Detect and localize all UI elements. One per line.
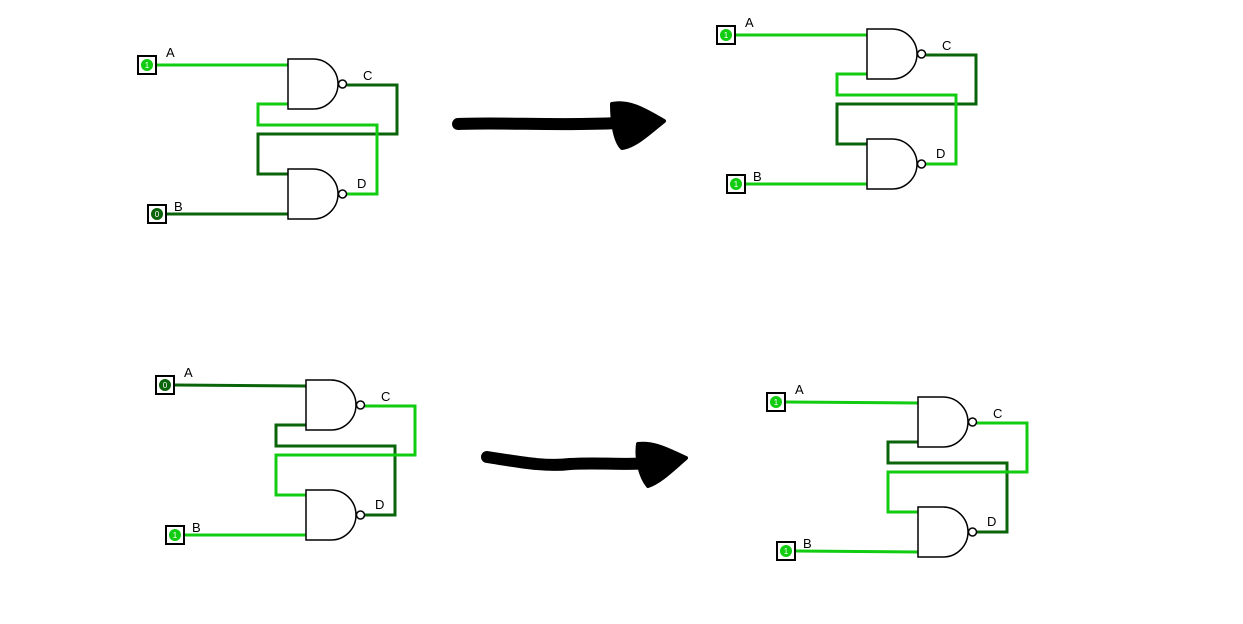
label-b: B — [803, 536, 812, 551]
nand-gate-c — [287, 58, 339, 110]
latch-bottom-right: 1 1 A B C D — [766, 382, 1029, 561]
label-d: D — [936, 146, 945, 161]
input-pin-b-value: 0 — [155, 210, 160, 219]
label-d: D — [375, 497, 384, 512]
label-b: B — [192, 520, 201, 535]
nand-gate-d-bubble — [916, 159, 927, 169]
input-pin-b-value: 1 — [734, 180, 739, 189]
input-pin-a-led — [141, 59, 153, 71]
label-a: A — [184, 365, 193, 380]
wire-d-feedback — [886, 440, 1009, 534]
wire-d-feedback — [835, 72, 958, 166]
label-a: A — [166, 45, 175, 60]
nand-gate-c — [866, 28, 918, 80]
input-pin-b-led — [780, 545, 792, 557]
label-d: D — [357, 176, 366, 191]
input-pin-a-value: 0 — [163, 381, 168, 390]
wire-c-feedback — [835, 53, 978, 146]
nand-gate-d-bubble — [337, 189, 348, 199]
input-pin-b-value: 1 — [784, 547, 789, 556]
label-b: B — [174, 199, 183, 214]
latch-top-right: 1 1 A B C D — [716, 15, 978, 194]
wire-c-feedback — [886, 421, 1029, 514]
nand-gate-d-bubble — [967, 527, 978, 537]
nand-gate-c-bubble — [355, 400, 366, 410]
wire-d-feedback — [274, 423, 397, 517]
label-c: C — [363, 68, 372, 83]
wire-b — [795, 549, 919, 554]
nand-gate-d-bubble — [355, 510, 366, 520]
wire-a — [174, 383, 307, 388]
input-pin-a-value: 1 — [145, 61, 150, 70]
latch-top-left: 1 0 A B C D — [137, 45, 399, 224]
transition-arrow-top — [452, 101, 666, 150]
input-pin-b-led — [151, 208, 163, 220]
nand-gate-d — [866, 138, 918, 190]
label-a: A — [745, 15, 754, 30]
input-pin-a-led — [720, 29, 732, 41]
label-a: A — [795, 382, 804, 397]
input-pin-b-led — [730, 178, 742, 190]
nand-gate-c-bubble — [916, 49, 927, 59]
input-pin-b-led — [169, 529, 181, 541]
transition-arrow-bottom — [481, 441, 688, 488]
label-c: C — [381, 389, 390, 404]
wire-a — [785, 400, 919, 405]
wire-d-feedback — [256, 102, 379, 196]
nand-gate-c — [917, 396, 969, 448]
nand-gate-c — [305, 379, 357, 431]
latch-bottom-left: 0 1 A B C D — [155, 365, 417, 545]
label-d: D — [987, 514, 996, 529]
label-b: B — [753, 169, 762, 184]
input-pin-a-led — [770, 396, 782, 408]
nand-gate-d — [287, 168, 339, 220]
nand-gate-c-bubble — [967, 417, 978, 427]
input-pin-b-value: 1 — [173, 531, 178, 540]
input-pin-a-led — [159, 379, 171, 391]
input-pin-a-value: 1 — [724, 31, 729, 40]
nand-gate-d — [917, 506, 969, 558]
label-c: C — [993, 406, 1002, 421]
label-c: C — [942, 38, 951, 53]
nand-gate-d — [305, 489, 357, 541]
wire-c-feedback — [256, 83, 399, 176]
input-pin-a-value: 1 — [774, 398, 779, 407]
nand-gate-c-bubble — [337, 79, 348, 89]
wire-c-feedback — [274, 404, 417, 497]
